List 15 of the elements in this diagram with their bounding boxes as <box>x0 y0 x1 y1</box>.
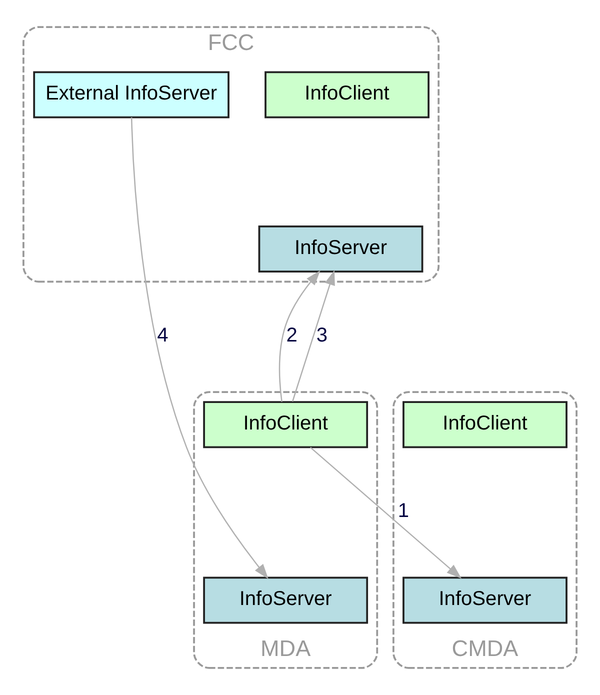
node-box: InfoClient <box>402 401 568 448</box>
arrow <box>130 117 268 579</box>
arrow <box>310 446 462 579</box>
node-box: InfoServer <box>258 226 424 273</box>
node-box: InfoClient <box>203 401 368 448</box>
node-box: External InfoServer <box>33 71 230 118</box>
node-box: InfoClient <box>264 71 430 118</box>
edge-label: 4 <box>157 324 168 347</box>
arrow <box>292 270 335 402</box>
edge-label: 3 <box>316 324 328 347</box>
node-box: InfoServer <box>402 576 568 624</box>
arrow <box>278 270 320 402</box>
edge-label: 2 <box>286 324 298 347</box>
node-box: InfoServer <box>203 576 368 624</box>
edge-label: 1 <box>398 500 410 522</box>
